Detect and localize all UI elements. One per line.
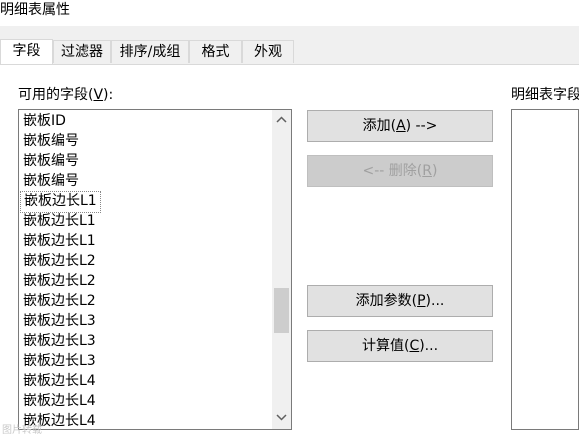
list-item[interactable]: 嵌板边长L2 xyxy=(23,293,96,309)
list-item[interactable]: 嵌板边长L4 xyxy=(23,393,96,409)
available-fields-list[interactable]: 嵌板ID 嵌板编号 嵌板编号 嵌板编号 嵌板边长L1 嵌板边长L1 嵌板边长L1… xyxy=(18,109,292,430)
list-item[interactable]: 嵌板边长L3 xyxy=(23,313,96,329)
tab-appearance[interactable]: 外观 xyxy=(242,40,294,63)
list-item[interactable]: 嵌板编号 xyxy=(23,173,79,189)
list-item[interactable]: 嵌板边长L2 xyxy=(23,273,96,289)
tab-fields[interactable]: 字段 xyxy=(0,39,53,64)
list-item[interactable]: 嵌板边长L1 xyxy=(23,213,96,229)
list-item[interactable]: 嵌板边长L3 xyxy=(23,353,96,369)
tab-sorting-grouping[interactable]: 排序/成组 xyxy=(111,40,189,63)
list-item[interactable]: 嵌板边长L2 xyxy=(23,253,96,269)
list-item[interactable]: 嵌板边长L4 xyxy=(23,373,96,389)
tab-filter[interactable]: 过滤器 xyxy=(53,40,111,63)
list-item[interactable]: 嵌板编号 xyxy=(23,133,79,149)
schedule-fields-label: 明细表字段 xyxy=(511,87,579,103)
title-bar: 明细表属性 xyxy=(0,0,579,26)
schedule-fields-list[interactable] xyxy=(511,109,579,430)
calculated-value-button[interactable]: 计算值(C)... xyxy=(307,330,493,362)
watermark: 图片转载 xyxy=(2,425,42,436)
tab-strip: 字段 过滤器 排序/成组 格式 外观 xyxy=(0,39,579,64)
list-item[interactable]: 嵌板边长L1 xyxy=(23,233,96,249)
tab-formatting[interactable]: 格式 xyxy=(189,40,242,63)
list-item[interactable]: 嵌板编号 xyxy=(23,153,79,169)
scrollbar-thumb[interactable] xyxy=(274,288,289,333)
available-fields-label: 可用的字段(V): xyxy=(18,87,114,103)
add-parameter-button[interactable]: 添加参数(P)... xyxy=(307,285,493,317)
chevron-down-icon[interactable] xyxy=(272,410,291,427)
chevron-up-icon[interactable] xyxy=(272,112,291,129)
list-item[interactable]: 嵌板边长L3 xyxy=(23,333,96,349)
add-field-button[interactable]: 添加(A) --> xyxy=(307,110,493,142)
vertical-scrollbar[interactable] xyxy=(272,110,291,429)
list-item[interactable]: 嵌板ID xyxy=(23,113,66,129)
remove-field-button[interactable]: <-- 删除(R) xyxy=(307,155,493,187)
list-item-focused[interactable]: 嵌板边长L1 xyxy=(20,191,101,213)
window-title: 明细表属性 xyxy=(0,2,70,18)
list-item[interactable]: 嵌板边长L4 xyxy=(23,413,96,429)
